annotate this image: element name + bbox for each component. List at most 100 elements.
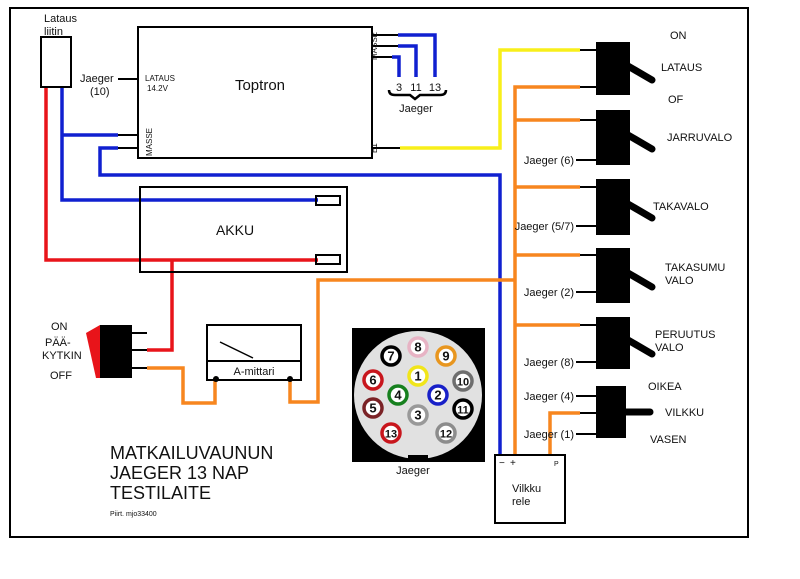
- battery-label: AKKU: [216, 222, 254, 238]
- jaeger-pin-label: Jaeger (4): [524, 391, 574, 403]
- connector-pin-7: 7: [380, 345, 402, 367]
- pin-ring: [362, 397, 384, 419]
- switch-lataus[interactable]: [596, 42, 656, 95]
- orange-wire-vilkku: [548, 411, 580, 455]
- toptron-e1-label: E1: [370, 143, 379, 153]
- pin-label: 11: [410, 82, 421, 94]
- yellow-wire-e1: [400, 48, 580, 150]
- pin-ring: [362, 369, 384, 391]
- wire-stubs: [118, 34, 598, 435]
- connector-pin-11: 11: [452, 398, 474, 420]
- toggle-switches: [596, 42, 656, 438]
- switch-body: [596, 42, 630, 95]
- main-switch-label: PÄÄ-: [45, 337, 71, 349]
- switch-label: VALO: [655, 342, 684, 354]
- connector-pin-6: 6: [362, 369, 384, 391]
- pin-ring: [407, 365, 429, 387]
- toptron-title: Toptron: [235, 77, 285, 94]
- toptron-masse-label: MASSE: [370, 32, 379, 60]
- relay-minus: −: [499, 458, 505, 469]
- pin-number: 3: [414, 408, 421, 423]
- switch-label: OIKEA: [648, 381, 682, 393]
- blue-wire-relay-minus: [98, 146, 502, 455]
- relay-p: P: [554, 461, 559, 468]
- toptron-masse-label: MASSE: [145, 128, 154, 156]
- charger-port-label: liitin: [44, 26, 63, 38]
- toptron-voltage: 14.2V: [147, 84, 169, 93]
- pin-number: 9: [442, 349, 449, 364]
- ammeter-terminal: [213, 376, 219, 382]
- brace-icon: [387, 89, 448, 101]
- main-switch-label: KYTKIN: [42, 350, 82, 362]
- pin-number: 5: [369, 401, 376, 416]
- connector-pin-4: 4: [387, 384, 409, 406]
- charger-port-label: Lataus: [44, 13, 78, 25]
- connector-pin-3: 3: [407, 404, 429, 426]
- switch-jarruvalo[interactable]: [596, 110, 656, 165]
- main-switch[interactable]: [86, 325, 132, 378]
- pin-ring: [407, 336, 429, 358]
- switch-label: VALO: [665, 275, 694, 287]
- connector-pin-9: 9: [435, 345, 457, 367]
- connector-pin-8: 8: [407, 336, 429, 358]
- switch-label: VASEN: [650, 434, 687, 446]
- connector-pin-13: 13: [380, 422, 402, 444]
- pin-number: 11: [457, 405, 469, 417]
- masse-jaeger-label: Jaeger: [399, 103, 433, 115]
- lever-icon: [624, 269, 656, 291]
- rocker-red-icon: [86, 325, 100, 378]
- switch-takavalo[interactable]: [596, 179, 656, 235]
- orange-wire-meter-bus: [288, 278, 515, 404]
- pin-number: 8: [414, 340, 421, 355]
- pin-number: 1: [414, 369, 421, 384]
- switch-peruutusvalo[interactable]: [596, 317, 656, 369]
- pin-label: 13: [429, 82, 441, 94]
- battery-plus-terminal: [315, 254, 341, 265]
- main-switch-off: OFF: [50, 370, 72, 382]
- red-wire-main-switch: [147, 260, 174, 352]
- switch-body: [100, 325, 132, 378]
- diagram-title: JAEGER 13 NAP: [110, 463, 249, 483]
- switch-label: TAKAVALO: [653, 201, 709, 213]
- switch-body: [596, 248, 630, 303]
- connector-notch: [408, 455, 428, 462]
- pin-ring: [380, 345, 402, 367]
- pin-number: 13: [385, 429, 397, 441]
- relay-label: Vilkku: [512, 483, 541, 495]
- relay-label: rele: [512, 496, 530, 508]
- toptron-lataus-label: LATAUS: [145, 74, 175, 83]
- pin-ring: [387, 384, 409, 406]
- switch-takasumuvalo[interactable]: [596, 248, 656, 303]
- lever-icon: [624, 336, 656, 358]
- switch-vilkku[interactable]: [596, 386, 654, 438]
- flasher-relay: [494, 454, 566, 524]
- battery-minus-terminal: [315, 195, 341, 206]
- jaeger-pin-label: Jaeger (5/7): [515, 221, 574, 233]
- pin-number: 4: [394, 388, 402, 403]
- frame: [9, 7, 749, 538]
- pin-ring: [435, 422, 457, 444]
- lever-icon: [624, 62, 656, 84]
- blue-wire-11: [398, 44, 418, 77]
- jaeger-pin-label: Jaeger (6): [524, 155, 574, 167]
- switch-body: [596, 110, 630, 165]
- switch-label: VILKKU: [665, 407, 704, 419]
- red-wire-battery-plus: [44, 87, 318, 262]
- pin-ring: [452, 398, 474, 420]
- lever-icon: [624, 200, 656, 222]
- author-label: Piirt. mjo33400: [110, 511, 157, 518]
- ammeter-terminal: [287, 376, 293, 382]
- switch-label: JARRUVALO: [667, 132, 733, 144]
- needle-icon: [219, 341, 254, 359]
- charger-port: [40, 36, 72, 88]
- wires: [44, 33, 598, 455]
- toptron-box: [137, 26, 373, 159]
- lever-icon: [624, 131, 656, 153]
- switch-label: PERUUTUS: [655, 329, 716, 341]
- pin-ring: [452, 370, 474, 392]
- pin-ring: [435, 345, 457, 367]
- orange-bus: [513, 85, 580, 455]
- blue-wire-13: [398, 33, 437, 77]
